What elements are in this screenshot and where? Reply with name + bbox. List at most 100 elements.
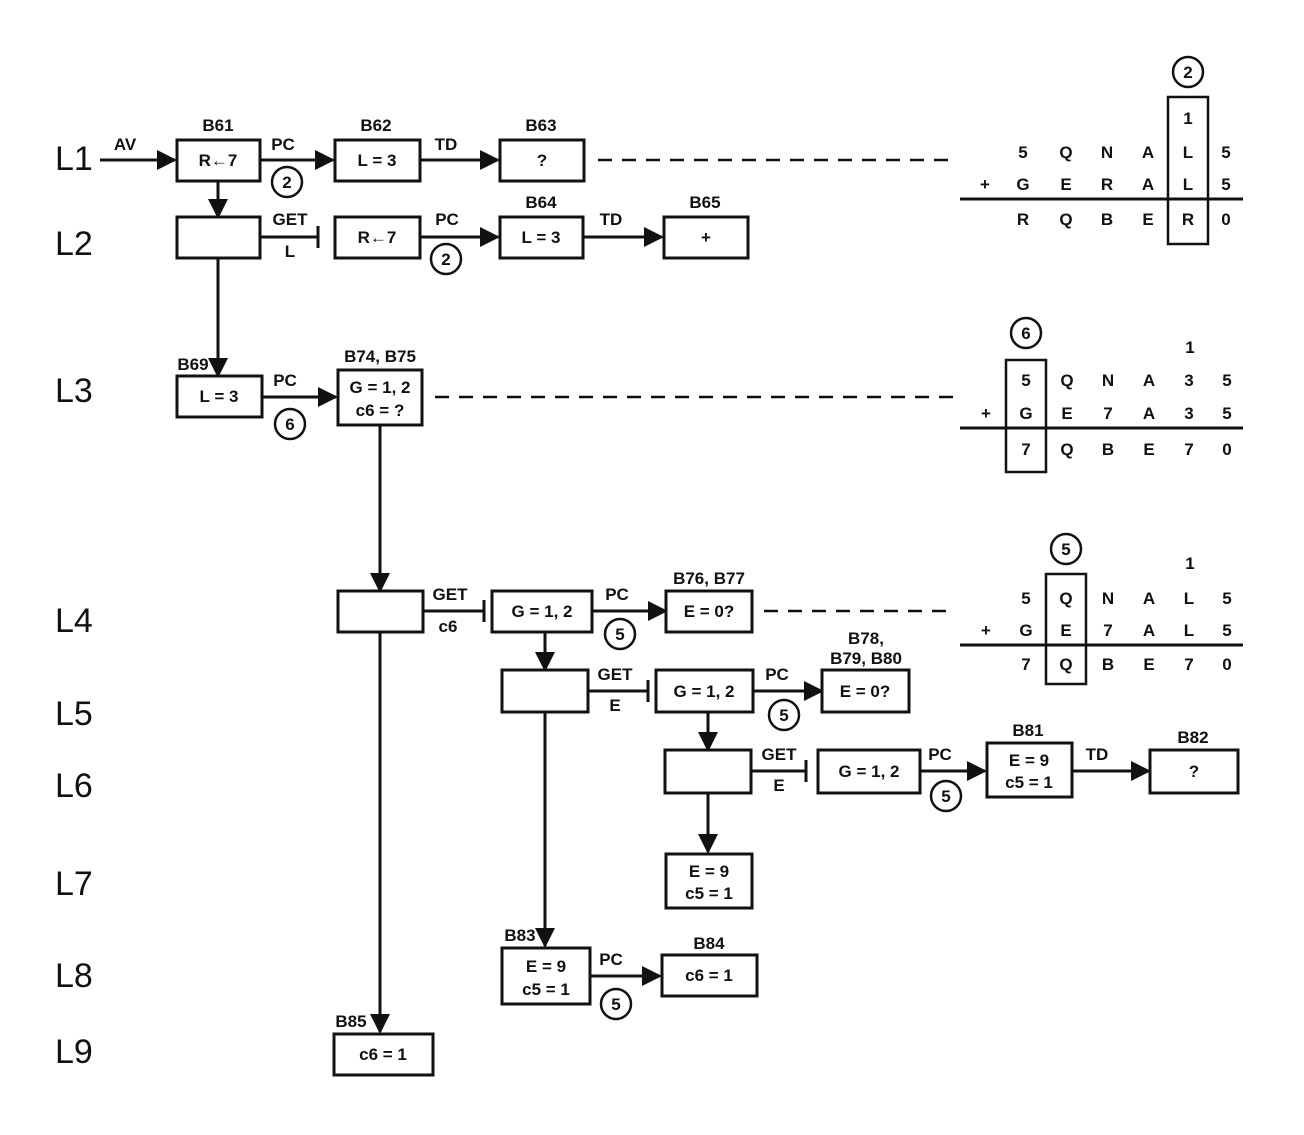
label-b83: B83 [504,926,535,945]
node-labels: B61 B62 B63 B64 B65 B69 B74, B75 B76, B7… [177,116,1208,1031]
edge-label-pc-l5: PC [765,665,789,684]
edge-label-get-l6-var: E [773,776,784,795]
puzzle-1-highlight-column [1166,95,1210,246]
puzzle-1-l2-c0: G [1016,175,1029,194]
label-b85: B85 [335,1012,366,1031]
label-b62: B62 [360,116,391,135]
circle-5-b: 5 [767,698,801,732]
puzzle-2-l1-c4: 3 [1184,371,1193,390]
puzzle-3-l2-c2: 7 [1103,621,1112,640]
row-labels: L1 L2 L3 L4 L5 L6 L7 L8 L9 [55,140,93,1071]
puzzle-3-l2-c4: L [1184,621,1194,640]
row-label-l5: L5 [55,695,93,733]
puzzle-2-r-c0: 7 [1021,440,1030,459]
puzzle-3-l2-c5: 5 [1222,621,1231,640]
puzzle-2-l1-c2: N [1102,371,1114,390]
node-l4-g12-text: G = 1, 2 [512,602,573,621]
circle-5-a: 5 [603,617,637,651]
nodes: R←7 L = 3 ? R←7 L = 3 + L = 3 [175,138,1240,1077]
puzzle-2-carry: 1 [1185,338,1194,357]
puzzle-1-r-c0: R [1017,210,1029,229]
puzzle-1-l2-c4: L [1183,175,1193,194]
puzzle-2-l2-c0: G [1019,404,1032,423]
puzzle-3-r-c4: 7 [1184,655,1193,674]
puzzle-2-l2-c5: 5 [1222,404,1231,423]
node-b83-text-1: E = 9 [526,957,566,976]
puzzle-2-r-c1: Q [1060,440,1073,459]
puzzle-2-l1-c5: 5 [1222,371,1231,390]
circle-2-b: 2 [429,242,463,276]
puzzle-3: 5 1 5 Q N A L 5 + G E 7 A L 5 7 Q B E 7 … [960,532,1243,686]
puzzle-3-r-c0: 7 [1021,655,1030,674]
puzzle-3-r-c1: Q [1059,655,1072,674]
node-b64-text: L = 3 [522,228,561,247]
circle-5-b-text: 5 [779,706,788,725]
node-b74: G = 1, 2 c6 = ? [336,368,424,427]
label-b65: B65 [689,193,720,212]
puzzle-2-l1-c3: A [1143,371,1155,390]
connectors [100,150,1151,1034]
puzzle-2-r-c5: 0 [1222,440,1231,459]
edge-labels: AV PC TD GET L PC TD PC GET c6 PC GET E … [114,135,1109,969]
label-b64: B64 [525,193,557,212]
node-b83-text-2: c5 = 1 [522,980,570,999]
row-label-l4: L4 [55,602,93,640]
puzzle-1-r-c3: E [1142,210,1153,229]
node-l5-g12: G = 1, 2 [654,668,755,714]
puzzle-1-l1-c0: 5 [1018,143,1027,162]
edge-label-pc-l4: PC [605,585,629,604]
row-label-l8: L8 [55,957,93,995]
node-b82-text: ? [1189,762,1199,781]
circled-numbers: 2 2 6 5 5 5 5 [270,165,963,1021]
puzzle-3-l2-c0: G [1019,621,1032,640]
edge-label-pc-l2: PC [435,210,459,229]
edge-label-get-l2-var: L [285,242,295,261]
puzzle-2-l2-c4: 3 [1184,404,1193,423]
puzzle-3-r-c5: 0 [1222,655,1231,674]
node-b78: E = 0? [820,668,911,714]
puzzle-2-l2-c1: E [1061,404,1072,423]
circle-5-d: 5 [599,987,633,1021]
puzzle-2-highlight-column [1004,358,1048,474]
puzzle-1-circle-text: 2 [1183,63,1192,82]
edge-label-td-l6: TD [1086,745,1109,764]
puzzle-2-r-c4: 7 [1184,440,1193,459]
node-b65-text: + [701,228,711,247]
circle-2-a-text: 2 [282,173,291,192]
circle-5-d-text: 5 [611,995,620,1014]
puzzle-1-l1-c5: 5 [1221,143,1230,162]
label-b78-line1: B78, [848,629,884,648]
puzzle-3-l2-c3: A [1143,621,1155,640]
node-b61: R←7 [175,138,262,183]
node-b76: E = 0? [664,589,754,634]
node-b62-text: L = 3 [358,151,397,170]
puzzle-1: 2 1 5 Q N A L 5 + G E R A L 5 R Q B E R … [960,55,1243,246]
circle-2-b-text: 2 [441,250,450,269]
label-b84: B84 [693,934,725,953]
label-b78-line2: B79, B80 [830,649,902,668]
node-b76-text: E = 0? [684,602,735,621]
puzzle-3-circle-text: 5 [1061,540,1070,559]
node-b85-text: c6 = 1 [359,1045,407,1064]
edge-label-av: AV [114,135,137,154]
edge-label-td-l1: TD [435,135,458,154]
node-b63-text: ? [537,151,547,170]
puzzle-1-l2-c2: R [1101,175,1113,194]
puzzle-1-l1-c1: Q [1059,143,1072,162]
node-b74-text-2: c6 = ? [356,401,405,420]
node-l4-g12: G = 1, 2 [490,589,594,634]
row-label-l6: L6 [55,767,93,805]
node-b85: c6 = 1 [332,1032,435,1077]
puzzle-3-l1-c3: A [1143,589,1155,608]
node-b69: L = 3 [175,374,264,419]
edge-label-get-l6: GET [762,745,798,764]
node-b83: E = 9 c5 = 1 [500,946,592,1006]
node-l5-g12-text: G = 1, 2 [674,682,735,701]
puzzle-1-carry: 1 [1183,109,1192,128]
puzzle-2-l2-c2: 7 [1103,404,1112,423]
node-l6-g12-text: G = 1, 2 [839,762,900,781]
puzzle-1-r-c4: R [1182,210,1194,229]
node-b61-text: R←7 [199,151,238,170]
row-label-l3: L3 [55,372,93,410]
puzzle-1-l2-c1: E [1060,175,1071,194]
